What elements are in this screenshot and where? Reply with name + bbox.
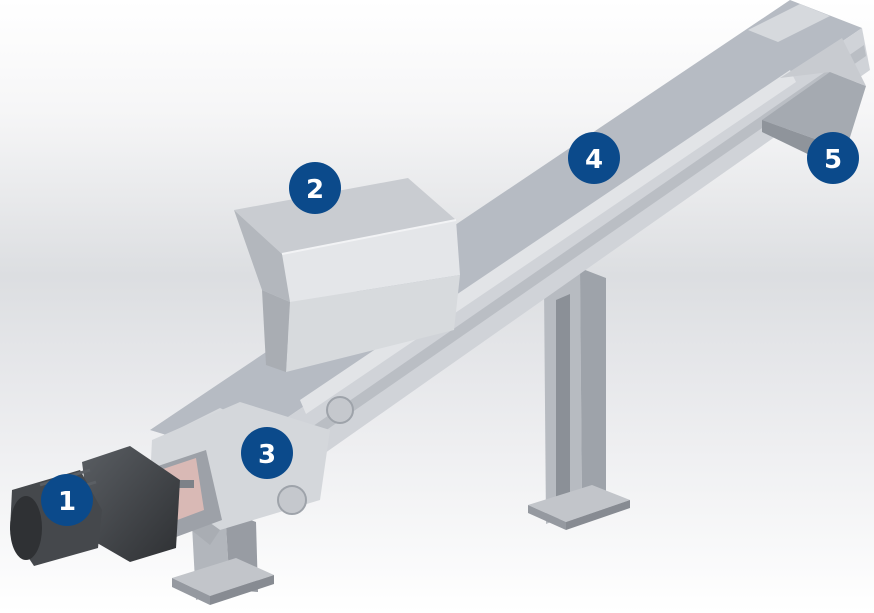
callout-circle <box>568 132 620 184</box>
callout-label: 3 <box>258 440 276 470</box>
callout-badge-5: 5 <box>807 132 859 184</box>
callout-label: 5 <box>824 145 842 175</box>
callout-label: 1 <box>58 487 76 517</box>
support-leg-left <box>172 510 274 605</box>
callout-label: 4 <box>585 145 603 175</box>
callout-badge-1: 1 <box>41 474 93 526</box>
callout-circle <box>807 132 859 184</box>
callout-label: 2 <box>306 175 324 205</box>
callout-badge-4: 4 <box>568 132 620 184</box>
callout-circle <box>241 427 293 479</box>
callout-badge-2: 2 <box>289 162 341 214</box>
callout-circle <box>289 162 341 214</box>
support-leg-right <box>528 268 630 530</box>
inlet-hopper <box>234 178 460 372</box>
callout-circle <box>41 474 93 526</box>
callout-badge-3: 3 <box>241 427 293 479</box>
